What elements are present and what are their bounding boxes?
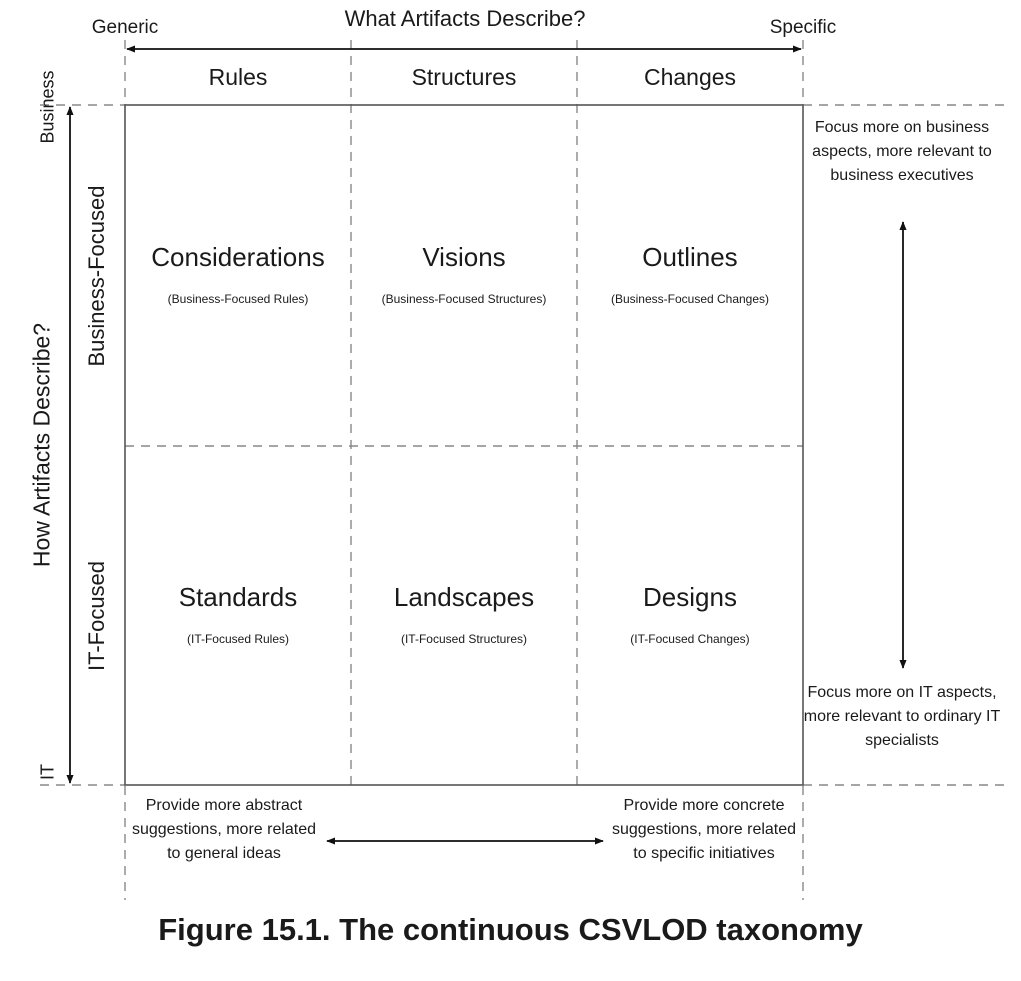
figure-caption: Figure 15.1. The continuous CSVLOD taxon… (158, 912, 863, 947)
cell-landscapes-title: Landscapes (393, 582, 535, 612)
dashed-guides (40, 40, 1005, 900)
cell-visions-subtitle: (Business-Focused Structures) (381, 292, 547, 306)
cell-visions-title: Visions (422, 242, 506, 272)
bottom-note-specific: Provide more concrete suggestions, more … (611, 797, 797, 862)
column-header-structures: Structures (411, 64, 517, 90)
cell-landscapes-subtitle: (IT-Focused Structures) (400, 632, 528, 646)
row-header-it-focused: IT-Focused (84, 560, 109, 672)
cell-considerations-title: Considerations (151, 242, 325, 272)
column-header-changes: Changes (643, 64, 737, 90)
cell-outlines-title: Outlines (642, 242, 738, 272)
grid-frame (124, 104, 804, 786)
cell-designs-subtitle: (IT-Focused Changes) (630, 632, 750, 646)
cell-designs-title: Designs (643, 582, 737, 612)
x-axis-right-end: Specific (769, 17, 837, 38)
column-header-rules: Rules (208, 64, 268, 90)
cell-standards-title: Standards (178, 582, 298, 612)
cell-outlines-subtitle: (Business-Focused Changes) (610, 292, 770, 306)
side-note-business: Focus more on business aspects, more rel… (812, 119, 992, 184)
bottom-note-generic: Provide more abstract suggestions, more … (131, 797, 317, 862)
row-header-business-focused: Business-Focused (84, 185, 109, 367)
cell-considerations-subtitle: (Business-Focused Rules) (167, 292, 309, 306)
y-axis-title: How Artifacts Describe? (28, 322, 55, 568)
cell-standards-subtitle: (IT-Focused Rules) (186, 632, 290, 646)
x-axis-title: What Artifacts Describe? (344, 6, 586, 31)
y-axis-top-end: Business (37, 70, 58, 144)
side-note-it: Focus more on IT aspects, more relevant … (803, 684, 1001, 749)
y-axis-bottom-end: IT (37, 764, 58, 780)
x-axis-left-end: Generic (91, 17, 159, 38)
